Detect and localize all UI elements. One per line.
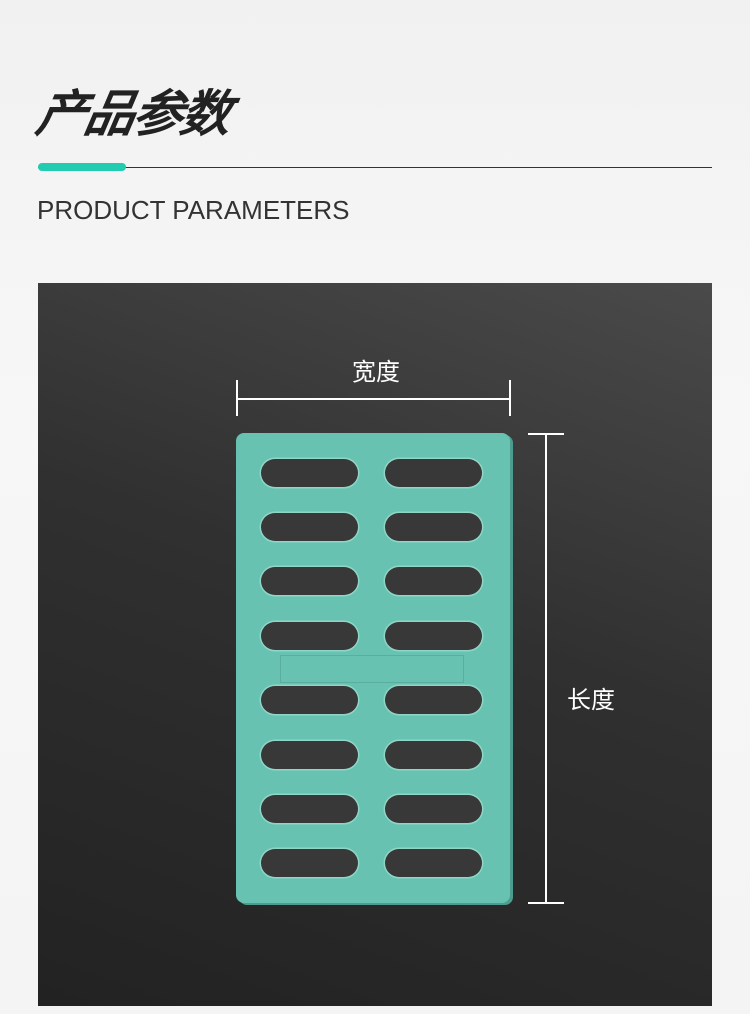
grate-slot [261, 622, 358, 650]
grate-slot [261, 795, 358, 823]
grate-slot [261, 849, 358, 877]
grate-slot [385, 849, 482, 877]
width-tick-right [509, 380, 511, 416]
grate-slot [261, 567, 358, 595]
width-dimension-line [236, 398, 510, 400]
width-tick-left [236, 380, 238, 416]
grate-slot [385, 795, 482, 823]
grate-slot [385, 622, 482, 650]
grate-label-plate [280, 655, 464, 683]
length-label: 长度 [567, 686, 615, 714]
page-title: 产品参数 [32, 85, 235, 143]
grate-slot [261, 686, 358, 714]
grate-slot [261, 459, 358, 487]
page-subtitle: PRODUCT PARAMETERS [37, 195, 350, 225]
drain-grate [236, 433, 510, 903]
width-label: 宽度 [352, 358, 400, 386]
grate-slot [385, 567, 482, 595]
grate-slot [385, 513, 482, 541]
length-dimension-line [545, 433, 547, 903]
accent-bar [38, 163, 126, 171]
grate-slot [385, 741, 482, 769]
grate-slot [385, 686, 482, 714]
grate-slot [261, 741, 358, 769]
length-tick-bottom [528, 902, 564, 904]
grate-slot [261, 513, 358, 541]
divider [38, 167, 712, 168]
length-tick-top [528, 433, 564, 435]
grate-slot [385, 459, 482, 487]
